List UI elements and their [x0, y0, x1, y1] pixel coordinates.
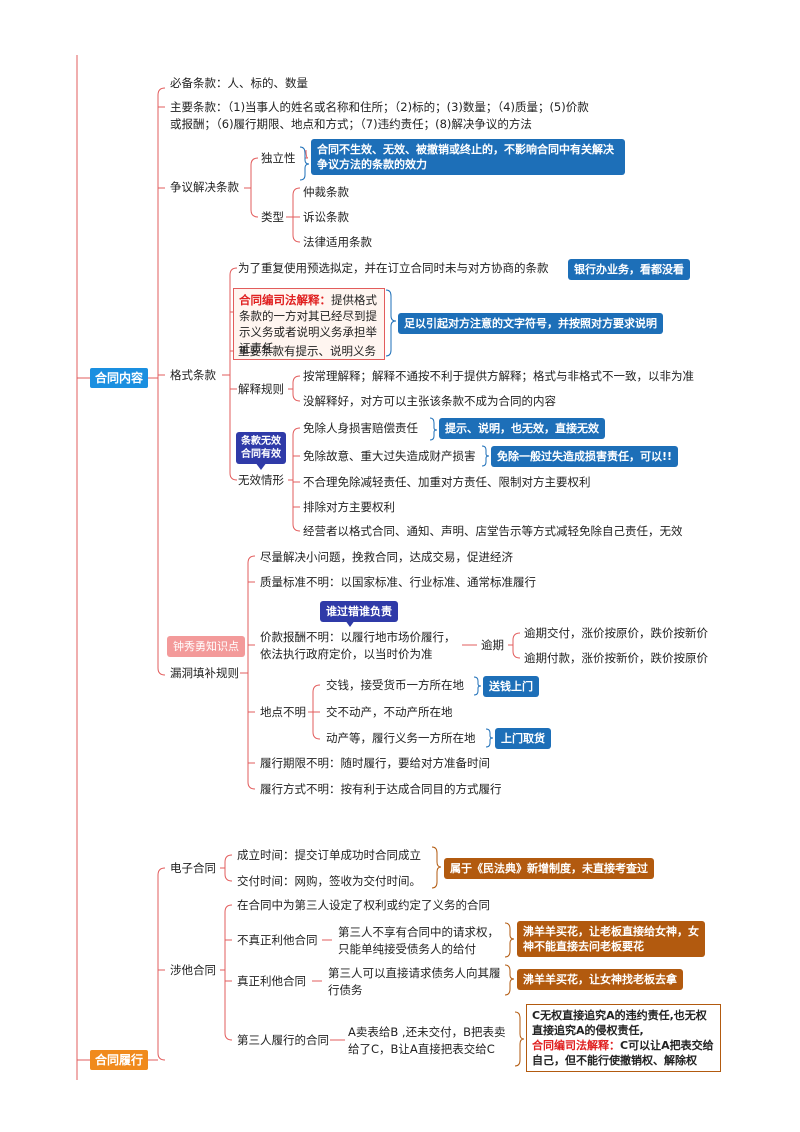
gap-price: 价款报酬不明：以履行地市场价履行，依法执行政府定价，以当时价为准: [260, 630, 456, 661]
invalid-badge-1: 提示、说明，也无效，直接无效: [439, 418, 605, 439]
invalid-item-2: 免除故意、重大过失造成财产损害: [303, 449, 476, 463]
gap-principle: 尽量解决小问题，挽救合同，达成交易，促进经济: [260, 550, 513, 564]
perform-note-2: C可以让A把表交给自己，但不能行使撤销权、解除权: [532, 1039, 714, 1067]
invalid-callout: 条款无效合同有效: [236, 432, 286, 464]
gap-filling-label: 漏洞填补规则: [170, 666, 239, 680]
definition-badge: 银行办业务，看都没看: [568, 259, 690, 280]
independence-label: 独立性: [261, 151, 296, 165]
invalid-label: 无效情形: [238, 473, 284, 487]
third-party-definition: 在合同中为第三人设定了权利或约定了义务的合同: [237, 898, 490, 912]
dispute-type-law: 法律适用条款: [303, 235, 372, 249]
standard-terms-definition: 为了重复使用预选拟定，并在订立合同时未与对方协商的条款: [238, 261, 549, 275]
standard-terms-label: 格式条款: [170, 368, 216, 382]
overdue-payment: 逾期付款，涨价按新价，跌价按原价: [524, 651, 708, 665]
notice-badge: 足以引起对方注意的文字符号，并按照对方要求说明: [398, 313, 663, 334]
interpret-rules-label: 解释规则: [238, 382, 284, 396]
explain-note-title: 合同编司法解释：: [239, 293, 331, 307]
pure-note: 沸羊羊买花，让女神找老板去拿: [517, 969, 683, 990]
place-money: 交钱，接受货币一方所在地: [326, 678, 464, 692]
invalid-item-5: 经营者以格式合同、通知、声明、店堂告示等方式减轻免除自己责任，无效: [303, 524, 683, 538]
pure-label: 真正利他合同: [237, 974, 306, 988]
interpret-rule-2: 没解释好，对方可以主张该条款不成为合同的内容: [303, 394, 556, 408]
interpret-rule-1: 按常理解释；解释不通按不利于提供方解释；格式与非格式不一致，以非为准: [303, 369, 694, 383]
gap-term: 履行期限不明：随时履行，要给对方准备时间: [260, 756, 490, 770]
place-movable: 动产等，履行义务一方所在地: [326, 731, 476, 745]
electronic-delivery: 交付时间：网购，签收为交付时间。: [237, 874, 421, 888]
perform-note: C无权直接追究A的违约责任,也无权直接追究A的侵权责任, 合同编司法解释：C可以让…: [526, 1004, 721, 1072]
place-realestate: 交不动产，不动产所在地: [326, 705, 453, 719]
important-terms: 重要条款有提示、说明义务: [238, 344, 376, 358]
invalid-callout-pointer: [255, 462, 267, 470]
place-badge-1: 送钱上门: [483, 676, 539, 697]
electronic-badge: 属于《民法典》新增制度，未直接考查过: [444, 858, 654, 879]
perform-note-title: 合同编司法解释：: [532, 1039, 620, 1052]
invalid-item-1: 免除人身损害赔偿责任: [303, 421, 418, 435]
perform-label: 第三人履行的合同: [237, 1033, 329, 1047]
gap-method: 履行方式不明：按有利于达成合同目的方式履行: [260, 782, 502, 796]
main-clauses: 主要条款：（1)当事人的姓名或名称和住所；（2)标的；(3)数量；（4)质量；(…: [170, 100, 589, 131]
dispute-type-arbitration: 仲裁条款: [303, 185, 349, 199]
third-party-label: 涉他合同: [170, 963, 216, 977]
place-label: 地点不明: [260, 705, 306, 719]
dispute-type-litigation: 诉讼条款: [303, 210, 349, 224]
impure-note: 沸羊羊买花，让老板直接给女神，女神不能直接去问老板要花: [517, 921, 705, 957]
dispute-clause-label: 争议解决条款: [170, 180, 239, 194]
invalid-item-4: 排除对方主要权利: [303, 500, 395, 514]
electronic-label: 电子合同: [170, 861, 216, 875]
perform-note-1: C无权直接追究A的违约责任,也无权直接追究A的侵权责任,: [532, 1009, 707, 1037]
teacher-tag: 钟秀勇知识点: [167, 636, 245, 657]
section-contract-content: 合同内容: [90, 368, 148, 388]
explain-note-text: 提供格式条款的一方对其已经尽到提示义务或者说明义务承担举证责任: [239, 293, 377, 355]
required-clauses: 必备条款：人、标的、数量: [170, 76, 308, 90]
invalid-badge-2: 免除一般过失造成损害责任，可以!!: [491, 446, 679, 467]
pure-text: 第三人可以直接请求债务人向其履行债务: [328, 966, 501, 997]
independence-note: 合同不生效、无效、被撤销或终止的，不影响合同中有关解决争议方法的条款的效力: [311, 139, 625, 175]
place-badge-2: 上门取货: [495, 728, 551, 749]
impure-text: 第三人不享有合同中的请求权，只能单纯接受债务人的给付: [338, 925, 499, 956]
price-badge-pointer: [345, 620, 355, 627]
overdue-label: 逾期: [481, 638, 504, 652]
invalid-item-3: 不合理免除减轻责任、加重对方责任、限制对方主要权利: [303, 475, 591, 489]
impure-label: 不真正利他合同: [237, 933, 318, 947]
gap-quality: 质量标准不明：以国家标准、行业标准、通常标准履行: [260, 575, 536, 589]
electronic-formation: 成立时间：提交订单成功时合同成立: [237, 848, 421, 862]
section-contract-performance: 合同履行: [90, 1050, 148, 1070]
perform-text: A卖表给B ,还未交付，B把表卖给了C，B让A直接把表交给C: [348, 1025, 506, 1056]
dispute-types-label: 类型: [261, 210, 284, 224]
price-badge: 谁过错谁负责: [320, 601, 398, 622]
overdue-delivery: 逾期交付，涨价按原价，跌价按新价: [524, 626, 708, 640]
explain-note: 合同编司法解释：提供格式条款的一方对其已经尽到提示义务或者说明义务承担举证责任: [233, 288, 385, 360]
